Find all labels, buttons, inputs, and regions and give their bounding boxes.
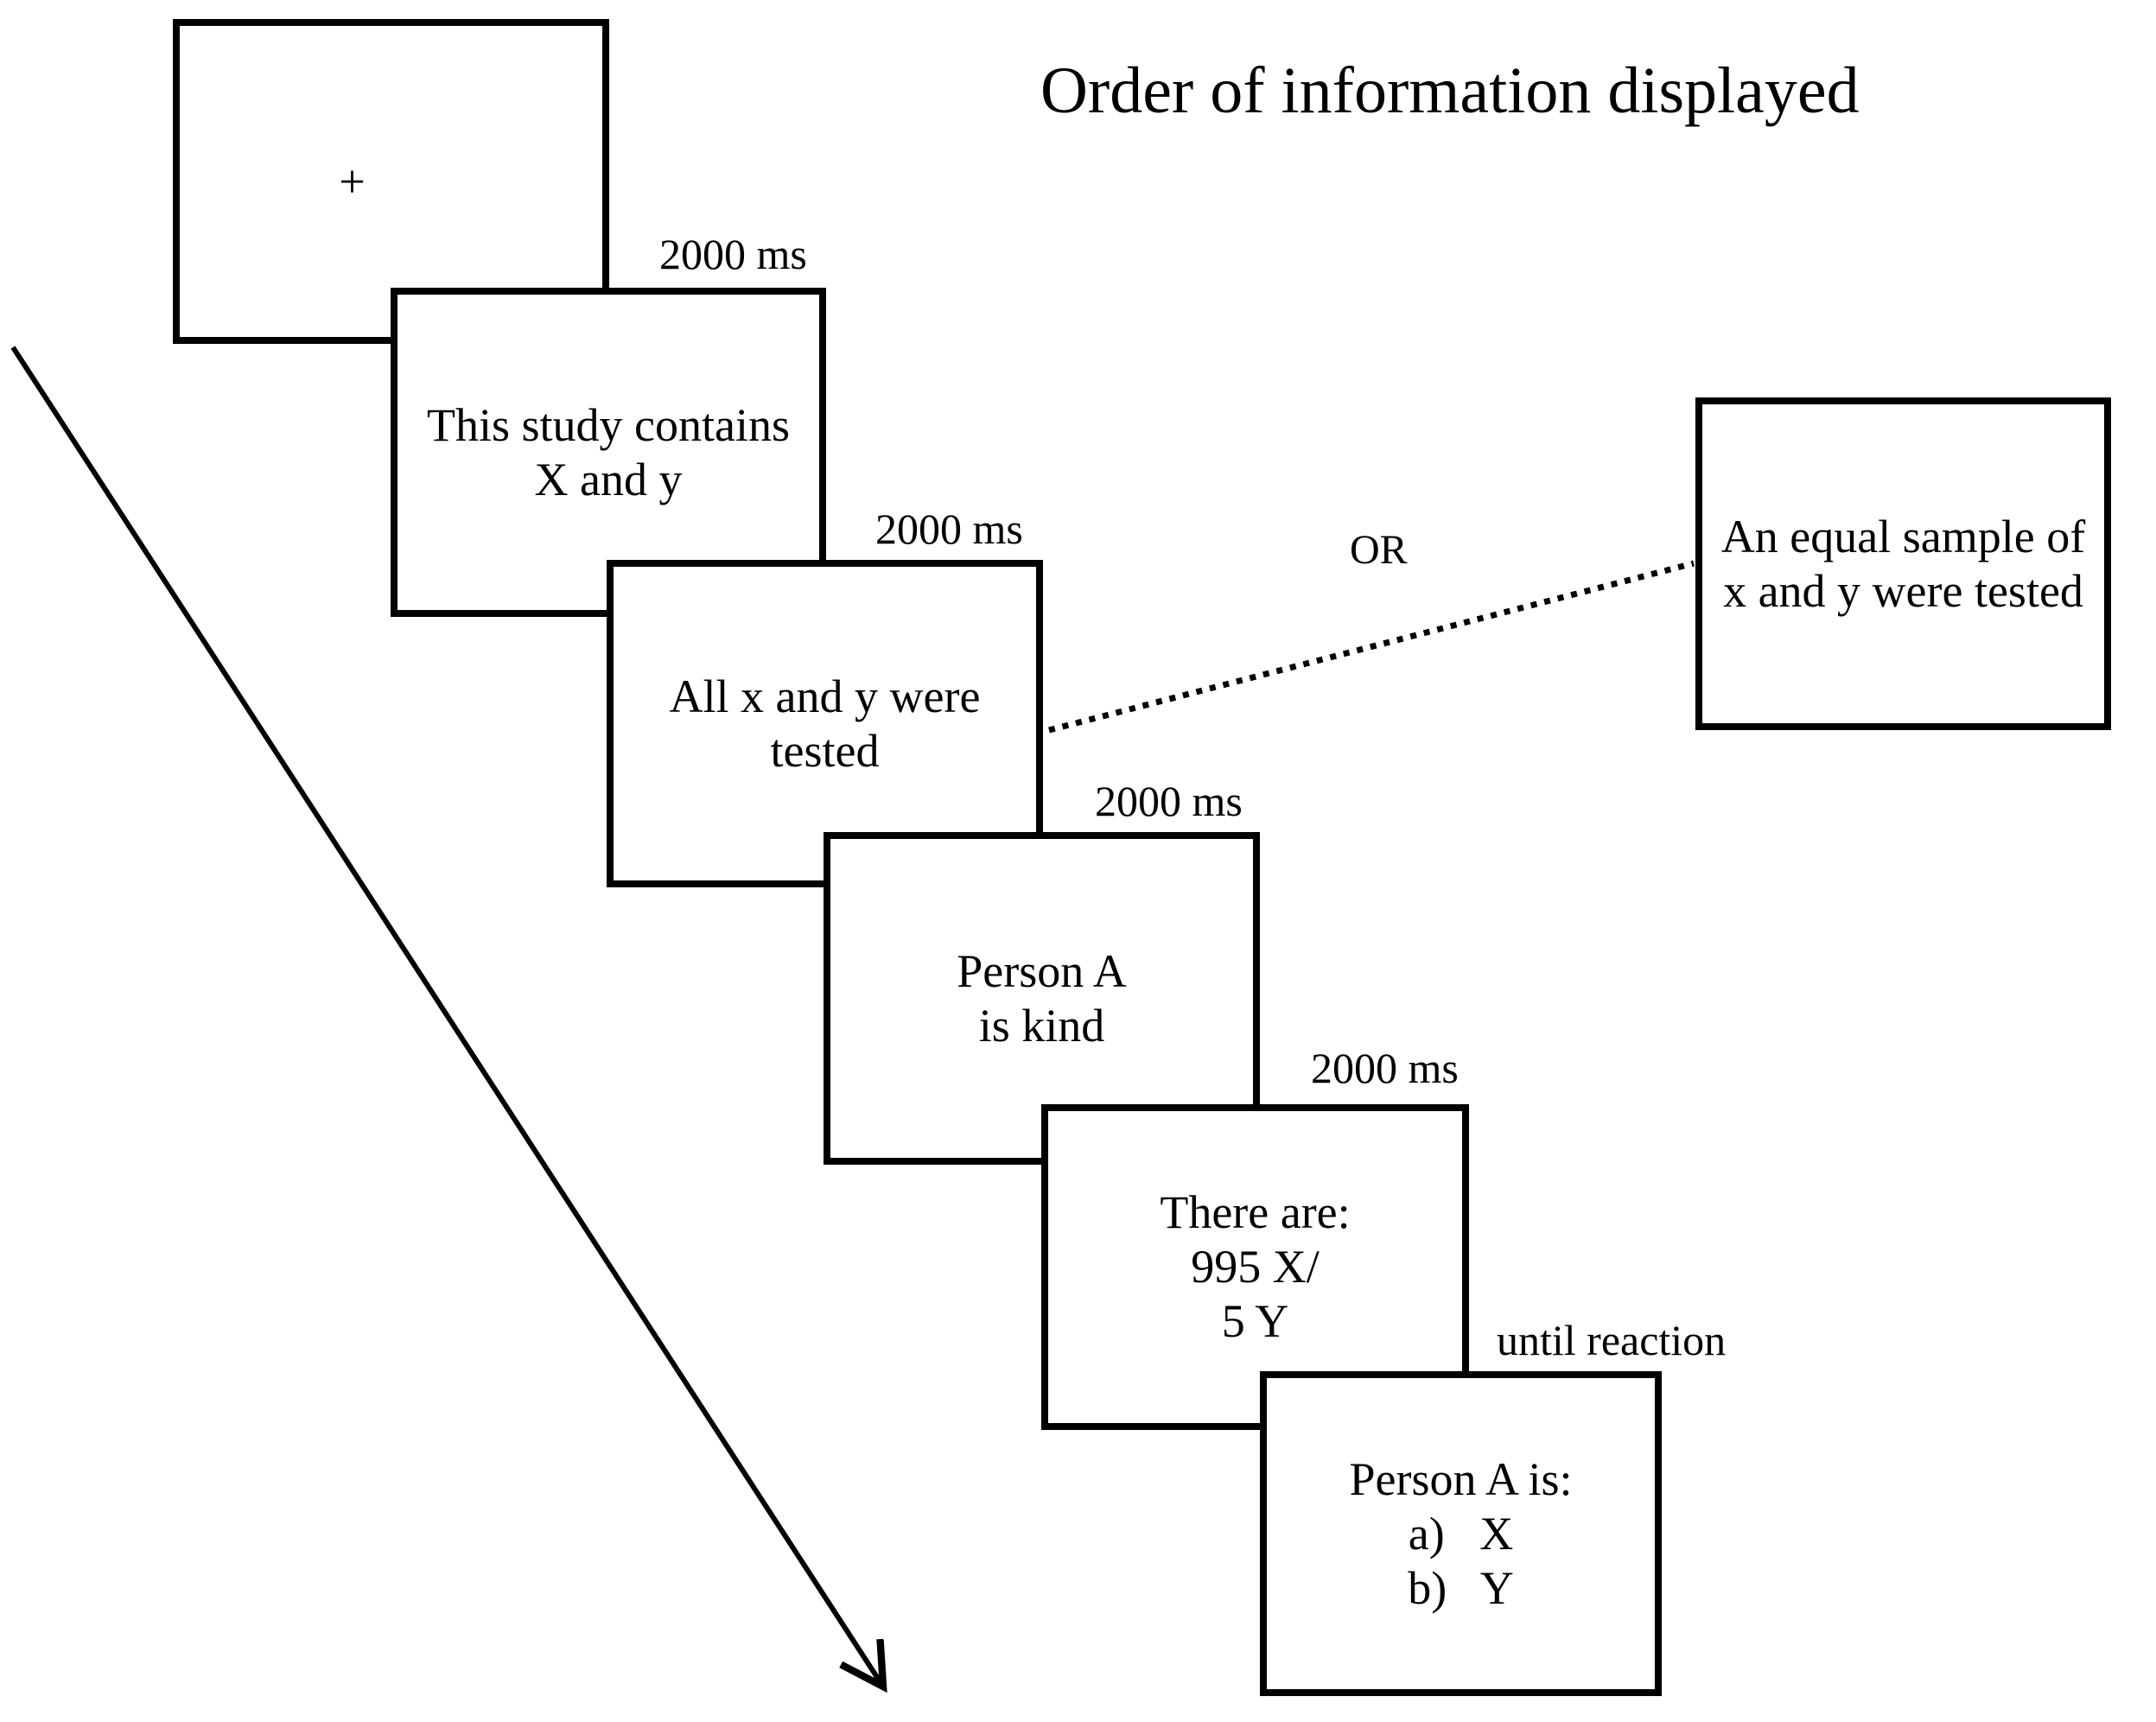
screen-text-line: x and y were tested: [1723, 564, 2083, 617]
diagram-title: Order of information displayed: [1040, 54, 1860, 127]
screen-box-equal-sample-alternative: An equal sample of x and y were tested: [1695, 397, 2111, 730]
duration-label: 2000 ms: [1095, 777, 1243, 825]
screen-text-line: b) Y: [1408, 1561, 1514, 1614]
duration-label: 2000 ms: [875, 505, 1023, 553]
screen-text-line: There are:: [1160, 1186, 1351, 1238]
or-connector-label: OR: [1350, 527, 1408, 573]
duration-label: until reaction: [1497, 1316, 1727, 1364]
screen-text-line: This study contains: [427, 398, 790, 451]
screen-text-line: All x and y were: [669, 670, 981, 722]
screen-text-line: 5 Y: [1221, 1295, 1289, 1347]
screen-text-line: X and y: [534, 453, 683, 505]
screen-text-line: a) X: [1408, 1507, 1514, 1560]
screen-text-line: Person A: [957, 944, 1127, 997]
screen-text-line: An equal sample of: [1720, 510, 2086, 562]
duration-label: 2000 ms: [1311, 1044, 1459, 1092]
or-dotted-connector: [1048, 560, 1695, 734]
duration-label: 2000 ms: [659, 230, 807, 278]
screen-text-line: tested: [770, 724, 880, 777]
fixation-cross: +: [339, 155, 366, 207]
screen-text-line: is kind: [978, 999, 1105, 1052]
screen-text-line: 995 X/: [1191, 1241, 1320, 1293]
screen-box-response-choice: Person A is: a) X b) Y: [1260, 1371, 1662, 1696]
screen-text-line: Person A is:: [1349, 1452, 1573, 1505]
